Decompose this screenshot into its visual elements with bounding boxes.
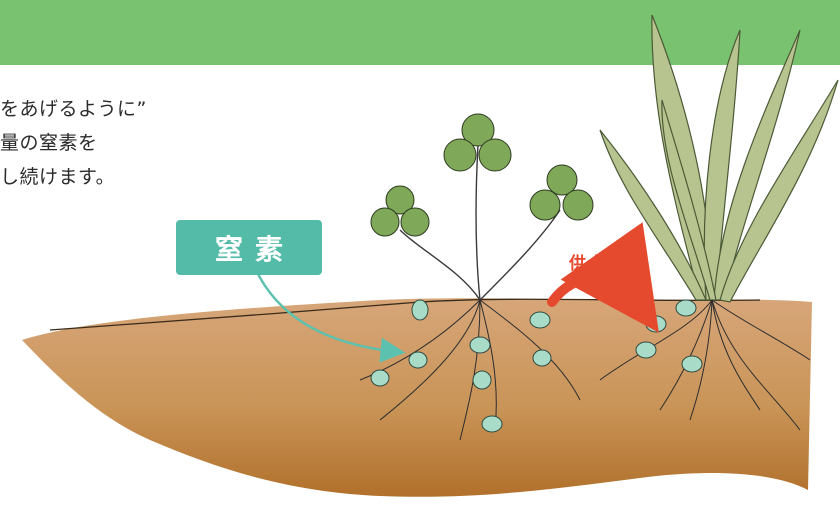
nitrogen-label: 窒素 bbox=[176, 220, 322, 275]
supply-arrow bbox=[547, 222, 659, 333]
grass-plant bbox=[599, 14, 839, 303]
header-band bbox=[0, 0, 840, 65]
nitrogen-pointer bbox=[254, 269, 406, 363]
intro-line-3: し続けます。 bbox=[0, 166, 116, 188]
supply-label: 供給 bbox=[569, 254, 615, 274]
soil bbox=[22, 298, 812, 497]
intro-line-2: 量の窒素を bbox=[0, 132, 98, 154]
nitrogen-nodules bbox=[370, 299, 703, 433]
clover-leaves bbox=[370, 113, 594, 237]
clover-roots bbox=[359, 299, 581, 441]
intro-line-1: をあげるように” bbox=[0, 98, 147, 120]
intro-text: をあげるように” 量の窒素を し続けます。 bbox=[0, 92, 147, 194]
clover-stems bbox=[399, 144, 561, 301]
